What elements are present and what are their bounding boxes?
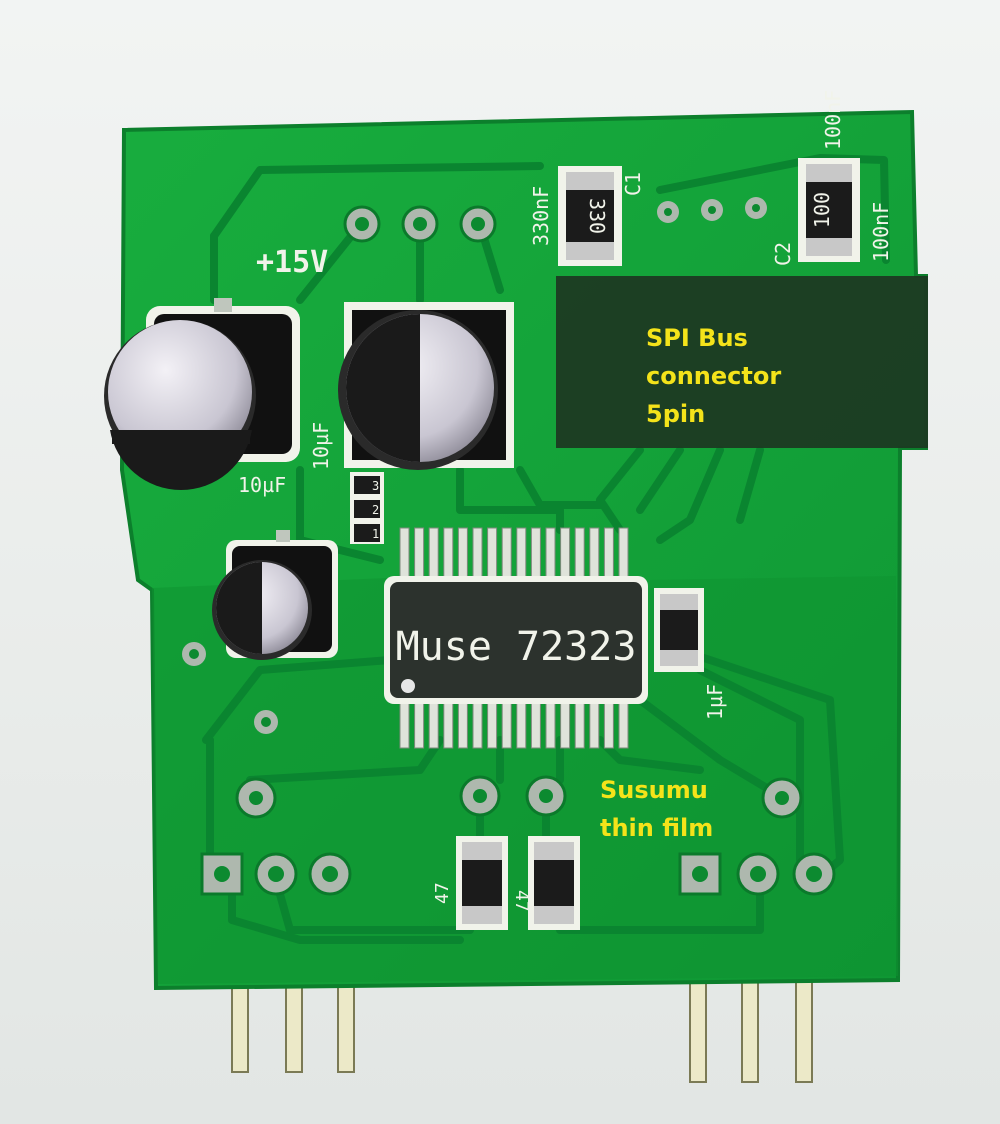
resistor-left-value: 47 (432, 882, 453, 904)
c2-value-label: 100nF (869, 202, 893, 262)
resistor-right-value: 47 (511, 890, 532, 912)
c1-value-label: 330nF (529, 186, 553, 246)
chip-pin-top (428, 527, 439, 579)
chip-pin-top (545, 527, 556, 579)
chip-pin-top (516, 527, 527, 579)
chip-muse-72323 (384, 576, 648, 704)
chip-pin-bottom (574, 701, 585, 749)
spi-note-line2: connector (646, 362, 781, 390)
chip-pin-bottom (589, 701, 600, 749)
resistor-right (528, 836, 580, 930)
chip-pin-bottom (545, 701, 556, 749)
c1-ref-label: C1 (621, 172, 645, 196)
pin-number-block (350, 472, 384, 544)
chip-pin-top (443, 527, 454, 579)
smd-cap-value: 1µF (703, 684, 727, 720)
chip-pin-bottom (443, 701, 454, 749)
pin-number-3: 3 (372, 479, 379, 493)
elcap-mid (338, 302, 514, 470)
pin-number-1: 1 (372, 527, 379, 541)
elcap-mid-value: 10µF (309, 422, 333, 470)
chip-pin-top (472, 527, 483, 579)
pot-pads (343, 205, 497, 243)
capacitor-c2: 100 (798, 158, 860, 262)
chip-pin-bottom (414, 701, 425, 749)
chip-pin-top (618, 527, 629, 579)
susumu-note-line1: Susumu (600, 776, 708, 804)
resistor-left (456, 836, 508, 930)
chip-pin-bottom (487, 701, 498, 749)
chip-pin-bottom (618, 701, 629, 749)
spi-note-box (556, 276, 928, 448)
chip-pin-bottom (603, 701, 614, 749)
spi-note-line3: 5pin (646, 400, 705, 428)
c1-code: 330 (585, 198, 609, 234)
chip-pin-top (399, 527, 410, 579)
chip-pin-top (457, 527, 468, 579)
chip-pin-bottom (428, 701, 439, 749)
chip-pin-bottom (560, 701, 571, 749)
susumu-note-line2: thin film (600, 814, 713, 842)
chip-pin-top (501, 527, 512, 579)
chip-pin-top (589, 527, 600, 579)
chip-pin-top (487, 527, 498, 579)
spi-note-line1: SPI Bus (646, 324, 748, 352)
chip-pin-top (603, 527, 614, 579)
chip-pin-bottom (472, 701, 483, 749)
chip-pin-top (574, 527, 585, 579)
capacitor-c1: 330 (558, 166, 622, 266)
elcap-small (212, 530, 338, 660)
c2-top-label: 100nF (821, 90, 845, 150)
power-label: +15V (256, 245, 328, 280)
chip-label: Muse 72323 (396, 624, 637, 670)
elcap-left (104, 298, 300, 491)
chip-pin-top (414, 527, 425, 579)
chip-pin-bottom (516, 701, 527, 749)
chip-pin-bottom (501, 701, 512, 749)
chip-pin-top (530, 527, 541, 579)
elcap-left-value: 10µF (238, 473, 286, 497)
output-pads (200, 775, 836, 896)
c2-ref-label: C2 (771, 242, 795, 266)
header-pins (231, 971, 813, 1083)
pin-number-2: 2 (372, 503, 379, 517)
traces (202, 154, 890, 944)
chip-pin-bottom (399, 701, 410, 749)
mounting-holes (182, 642, 278, 734)
spi-pads (657, 197, 767, 223)
smd-cap-1uf (654, 588, 704, 672)
chip-pin-bottom (457, 701, 468, 749)
chip-pin-top (560, 527, 571, 579)
c2-code: 100 (810, 192, 834, 228)
chip-pin-bottom (530, 701, 541, 749)
